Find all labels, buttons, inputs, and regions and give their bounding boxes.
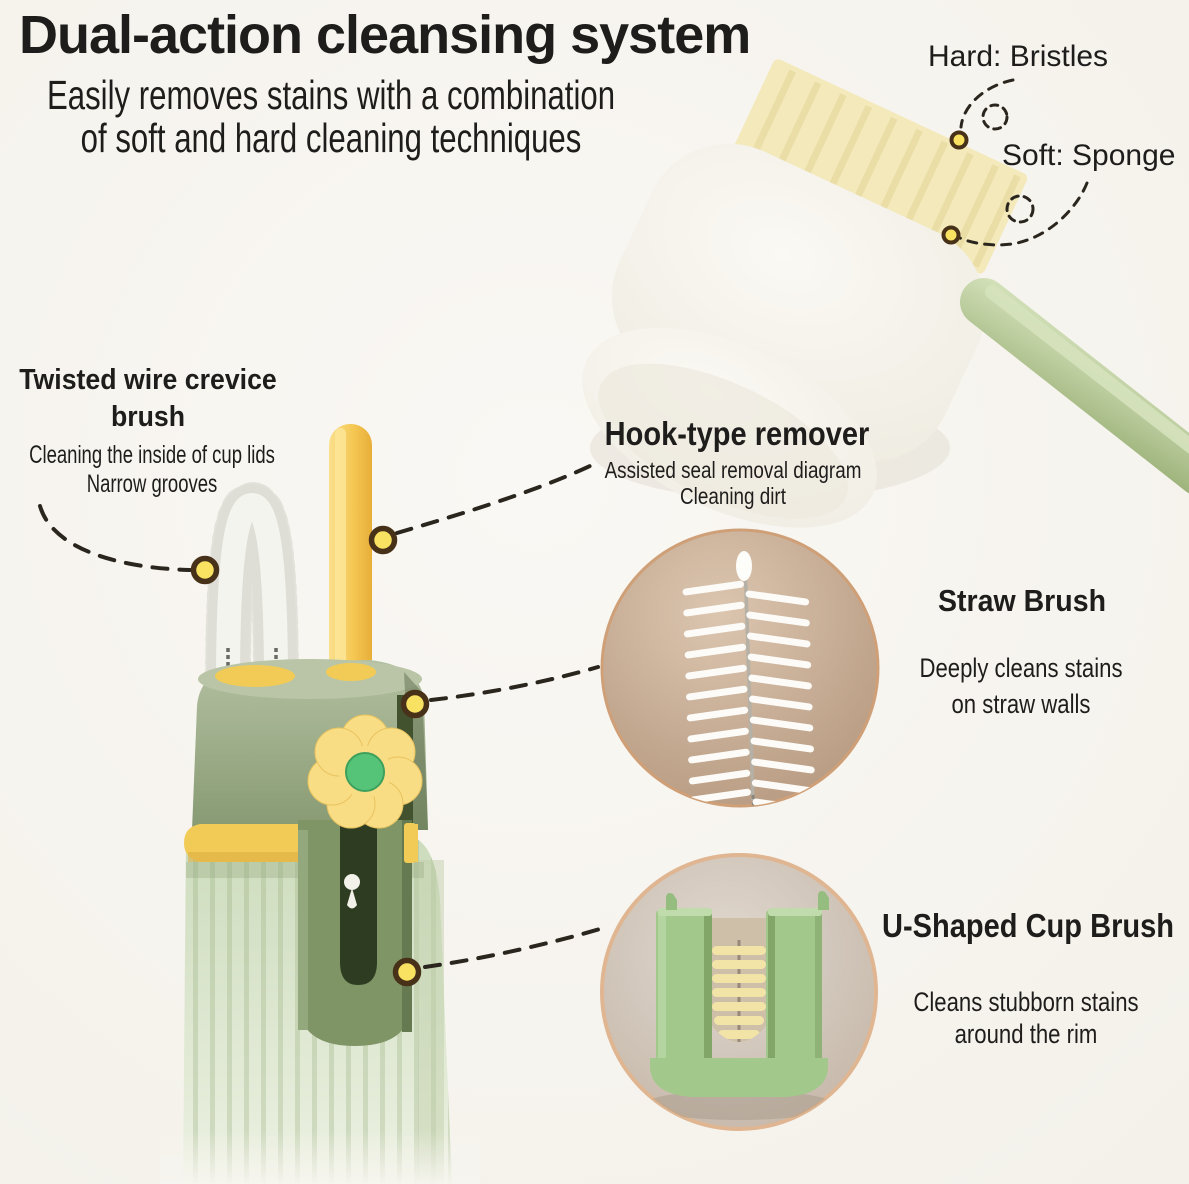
keyhole-graphic (344, 874, 360, 909)
twisted-wire-title: Twisted wire crevice brush (19, 362, 277, 436)
straw-brush-description: Deeply cleans stains on straw walls (919, 650, 1122, 722)
subtitle-line-1: Easily removes stains with a combination (46, 72, 616, 118)
hard-bristles-label: Hard: Bristles (928, 40, 1109, 73)
page-title: Dual-action cleansing system (19, 5, 751, 65)
u-cup-brush-description: Cleans stubborn stains around the rim (913, 986, 1138, 1050)
subtitle-line-2: of soft and hard cleaning techniques (80, 115, 582, 161)
straw-brush-desc-line-2: on straw walls (951, 689, 1091, 719)
handle-graphic (960, 278, 1189, 494)
hook-remover-desc-line-2: Cleaning dirt (680, 483, 786, 509)
straw-brush-title: Straw Brush (937, 583, 1107, 618)
bottom-fade (160, 1130, 480, 1184)
u-cup-brush-title: U-Shaped Cup Brush (881, 907, 1175, 944)
u-cup-inset-content (644, 891, 834, 1120)
twisted-wire-title-line-2: brush (110, 401, 186, 433)
hook-remover-description: Assisted seal removal diagram Cleaning d… (605, 457, 862, 509)
u-bristles-graphic (712, 940, 766, 1042)
straw-brush-inset-content (682, 551, 817, 806)
dot-straw-top-marker (368, 525, 398, 555)
u-cup-brush-desc-line-1: Cleans stubborn stains (913, 987, 1139, 1017)
slot-graphic (340, 822, 377, 985)
dot-hard-marker (949, 130, 969, 150)
u-cup-brush-inset-circle (600, 853, 878, 1131)
straw-brush-inset-circle (600, 528, 880, 808)
right-hook-graphic (818, 891, 829, 910)
twisted-wire-title-line-1: Twisted wire crevice (19, 364, 277, 396)
main-product-graphic (160, 424, 480, 1184)
twisted-wire-desc-line-2: Narrow grooves (86, 470, 218, 498)
dot-twisted-marker (190, 555, 220, 585)
leader-soft-line (956, 181, 1089, 247)
u-cup-brush-desc-line-2: around the rim (954, 1019, 1098, 1049)
twisted-wire-brush-graphic (205, 481, 299, 708)
page-subtitle: Easily removes stains with a combination… (47, 74, 615, 160)
hook-remover-title: Hook-type remover (604, 415, 870, 452)
flower-knob-graphic (307, 714, 423, 829)
dashed-circle-soft (1005, 194, 1035, 224)
dot-soft-marker (941, 225, 961, 245)
sponge-brush-graphic (582, 59, 1189, 528)
hook-remover-desc-line-1: Assisted seal removal diagram (604, 457, 862, 483)
leader-twisted-line (38, 504, 192, 572)
leader-hard-line (959, 78, 1015, 129)
leader-ucup-line (423, 927, 602, 969)
soft-sponge-label: Soft: Sponge (1002, 139, 1176, 172)
twisted-wire-desc-line-1: Cleaning the inside of cup lids (29, 441, 275, 469)
leader-straw-inset-line (429, 665, 600, 702)
straw-brush-desc-line-1: Deeply cleans stains (919, 653, 1123, 683)
twisted-wire-description: Cleaning the inside of cup lids Narrow g… (29, 441, 275, 499)
dot-straw-inset-marker (400, 689, 430, 719)
sponge-graphic (582, 143, 986, 528)
bristles-graphic (730, 59, 1028, 274)
dot-ucup-marker (392, 957, 422, 987)
left-hook-graphic (666, 893, 677, 910)
dashed-circle-hard (981, 103, 1009, 131)
